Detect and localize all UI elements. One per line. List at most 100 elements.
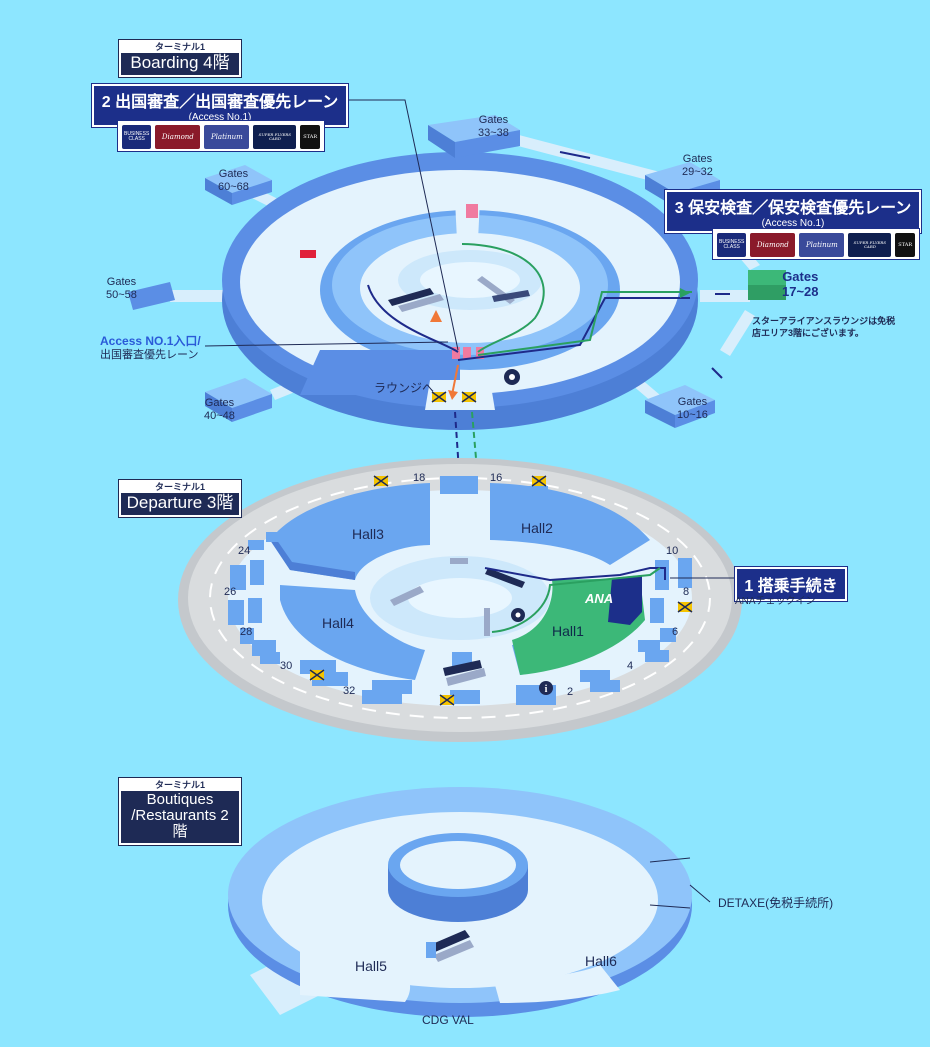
card-diamond: Diamond	[750, 233, 796, 257]
arrow-orange	[430, 310, 442, 322]
info-icon	[539, 681, 553, 695]
escalator-east	[477, 276, 530, 304]
card-diamond: Diamond	[155, 125, 201, 149]
card-sfc: SUPER FLYERS CARD	[848, 233, 892, 257]
dep-route-blue	[484, 567, 666, 582]
hall3-label: Hall3	[352, 526, 384, 542]
gate-block-17	[748, 270, 786, 300]
dep-lift-marks	[309, 475, 693, 706]
card-platinum: Platinum	[204, 125, 250, 149]
callout-title: 2 出国審査／出国審査優先レーン	[101, 94, 339, 111]
hall3-block	[270, 483, 430, 580]
dep-small-blocks	[228, 476, 692, 705]
hall4-label: Hall4	[322, 615, 354, 631]
hall6-gap	[495, 965, 620, 1003]
hall4-block	[280, 585, 425, 680]
detaxe-label: DETAXE(免税手続所)	[718, 896, 834, 910]
floor-tag-boutiques: ターミナル1 Boutiques /Restaurants 2階	[119, 778, 241, 845]
arrow-bridge-10	[711, 367, 723, 379]
floor-tag-boarding: ターミナル1 Boarding 4階	[119, 40, 241, 78]
route-green-east	[477, 291, 692, 356]
ana-logo: ANA	[585, 591, 614, 606]
gate-block-10	[645, 385, 715, 428]
card-sfc: SUPER FLYERS CARD	[253, 125, 297, 149]
boutique-escalators	[426, 930, 474, 962]
callout-title: 3 保安検査／保安検査優先レーン	[674, 200, 912, 217]
gate-number: 32	[343, 685, 356, 697]
route-ana-east	[457, 297, 690, 361]
hall2-label: Hall2	[521, 520, 553, 536]
gate-number: 6	[672, 626, 679, 638]
hall5-label: Hall5	[355, 958, 387, 974]
gate-number: 26	[224, 586, 237, 598]
gate-number: 18	[413, 472, 426, 484]
escalator-west	[388, 288, 444, 312]
access-entry-label: Access NO.1入口/ 出国審査優先レーン	[100, 334, 201, 361]
card-star: STAR	[895, 233, 915, 257]
marker-red	[300, 250, 316, 258]
callout-security: 3 保安検査／保安検査優先レーン (Access No.1)	[665, 190, 921, 233]
arrow-orange-down	[448, 390, 458, 400]
floor-tag-main-2: /Restaurants 2階	[131, 807, 229, 840]
center-cylinder-hole	[400, 841, 516, 889]
floor-tag-main: Boutiques	[146, 791, 214, 809]
callout-access: (Access No.1)	[188, 112, 252, 123]
cdgval-label: CDG VAL	[422, 1013, 474, 1027]
divider-1	[649, 857, 691, 863]
bridge-17b	[720, 310, 755, 356]
floor-tag-sub: ターミナル1	[121, 780, 239, 792]
card-business: BUSINESS CLASS	[122, 125, 152, 149]
callout-access: (Access No.1)	[761, 218, 825, 229]
hall5-gap	[300, 940, 411, 1002]
divider-2	[649, 904, 691, 909]
arrow-green	[680, 288, 690, 298]
card-strip-immigration: BUSINESS CLASS Diamond Platinum SUPER FL…	[117, 120, 325, 152]
callout-checkin: 1 搭乗手続き	[735, 567, 847, 601]
gate-number: 10	[666, 545, 679, 557]
marker-pink-3	[463, 347, 471, 359]
gate-block-40	[205, 378, 272, 422]
gate-block-50	[128, 282, 175, 310]
boarding-level	[128, 99, 786, 430]
leader-immigration	[348, 99, 459, 351]
marker-pink-2	[452, 347, 460, 359]
card-star: STAR	[300, 125, 320, 149]
boutiques-level	[228, 787, 711, 1017]
bridge-17	[700, 290, 750, 302]
gate-number: 28	[240, 626, 253, 638]
gate-block-60	[205, 165, 272, 205]
bridge-50	[170, 290, 235, 302]
route-ana-west	[367, 284, 459, 353]
dep-escalators	[390, 558, 525, 686]
center-void-inner	[420, 262, 520, 298]
callout-title: 1 搭乗手続き	[744, 578, 838, 595]
leader-access	[204, 341, 449, 347]
dep-route-green	[491, 567, 661, 633]
gate-number: 30	[280, 660, 293, 672]
checkin-note: ANAチェックイン	[735, 596, 816, 607]
gate-number: 24	[238, 545, 251, 557]
gate-block-33	[428, 115, 520, 158]
departure-core-inner	[408, 578, 512, 618]
orange-path	[451, 364, 459, 396]
south-block	[300, 350, 460, 395]
lounge-direction: ラウンジへ	[374, 381, 435, 395]
card-business: BUSINESS CLASS	[717, 233, 747, 257]
leader-detaxe	[689, 884, 711, 903]
gate-number: 4	[627, 660, 634, 672]
floor-tag-main: Boarding 4階	[130, 53, 230, 73]
route-green-inner	[461, 243, 545, 353]
arrow-bridge-29	[559, 151, 591, 159]
gate-number: 8	[683, 586, 690, 598]
floor-tag-sub: ターミナル1	[121, 42, 239, 54]
hall1-label: Hall1	[552, 623, 584, 639]
card-platinum: Platinum	[799, 233, 845, 257]
